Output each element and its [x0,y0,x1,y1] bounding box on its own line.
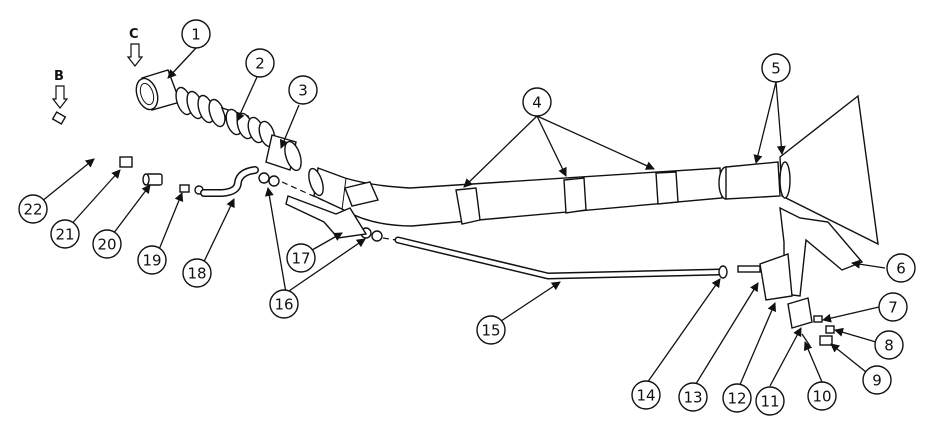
view-arrow-b: B [51,69,69,109]
callout-18: 18 [182,258,212,288]
svg-text:21: 21 [55,226,74,244]
svg-text:5: 5 [771,60,781,78]
svg-text:20: 20 [97,236,116,254]
part-11-plate [787,297,813,329]
callout-4: 4 [522,87,552,117]
leader-lines [35,47,886,388]
view-label-c: C [129,27,139,42]
callout-5: 5 [761,53,791,83]
callout-21: 21 [50,219,80,249]
svg-text:14: 14 [636,387,655,405]
callout-20: 20 [92,229,122,259]
svg-text:10: 10 [812,388,831,406]
svg-text:12: 12 [727,390,746,408]
part-2-bellows [175,86,276,148]
callout-9: 9 [862,365,892,395]
callout-11: 11 [755,386,785,416]
callout-16: 16 [269,289,299,319]
part-14-washer [718,265,728,279]
svg-text:1: 1 [191,26,201,44]
callout-12: 12 [722,383,752,413]
callout-15: 15 [476,315,506,345]
svg-text:17: 17 [291,250,310,268]
view-arrow-c: C [126,27,144,67]
callout-1: 1 [181,19,211,49]
callout-8: 8 [874,330,904,360]
svg-text:13: 13 [683,389,702,407]
callout-14: 14 [631,380,661,410]
svg-text:6: 6 [896,260,906,278]
part-20-sleeve [142,173,163,186]
part-15-rod [394,236,724,280]
part-9-spring [819,335,833,346]
part-19-fitting [179,184,204,195]
svg-text:19: 19 [142,252,161,270]
callout-13: 13 [678,382,708,412]
part-3-sleeve [265,134,302,172]
callout-7: 7 [878,292,908,322]
svg-text:11: 11 [760,393,779,411]
part-17-bracket [285,181,379,239]
callout-17: 17 [286,243,316,273]
callout-2: 2 [245,48,275,78]
svg-text:18: 18 [187,265,206,283]
view-label-b: B [54,69,64,84]
svg-text:4: 4 [532,94,542,112]
part-22-bent-tube [51,111,133,168]
svg-text:2: 2 [255,55,265,73]
svg-text:3: 3 [298,82,308,100]
part-7-screw [813,315,823,323]
part-16-ferrules [258,172,383,242]
callout-10: 10 [807,381,837,411]
part-13-plate [737,253,793,301]
callout-3: 3 [288,75,318,105]
callout-19: 19 [137,245,167,275]
svg-text:16: 16 [274,296,293,314]
svg-text:8: 8 [884,337,894,355]
svg-text:22: 22 [23,201,42,219]
part-5-funnel [718,94,879,246]
part-4-clamps [455,171,679,225]
part-18-hose [200,166,259,197]
svg-text:9: 9 [872,372,882,390]
part-8-nut [825,325,835,334]
svg-text:7: 7 [888,299,898,317]
part-1-inlet-tube [135,69,181,111]
callout-22: 22 [18,194,48,224]
callout-6: 6 [886,253,916,283]
svg-text:15: 15 [481,322,500,340]
